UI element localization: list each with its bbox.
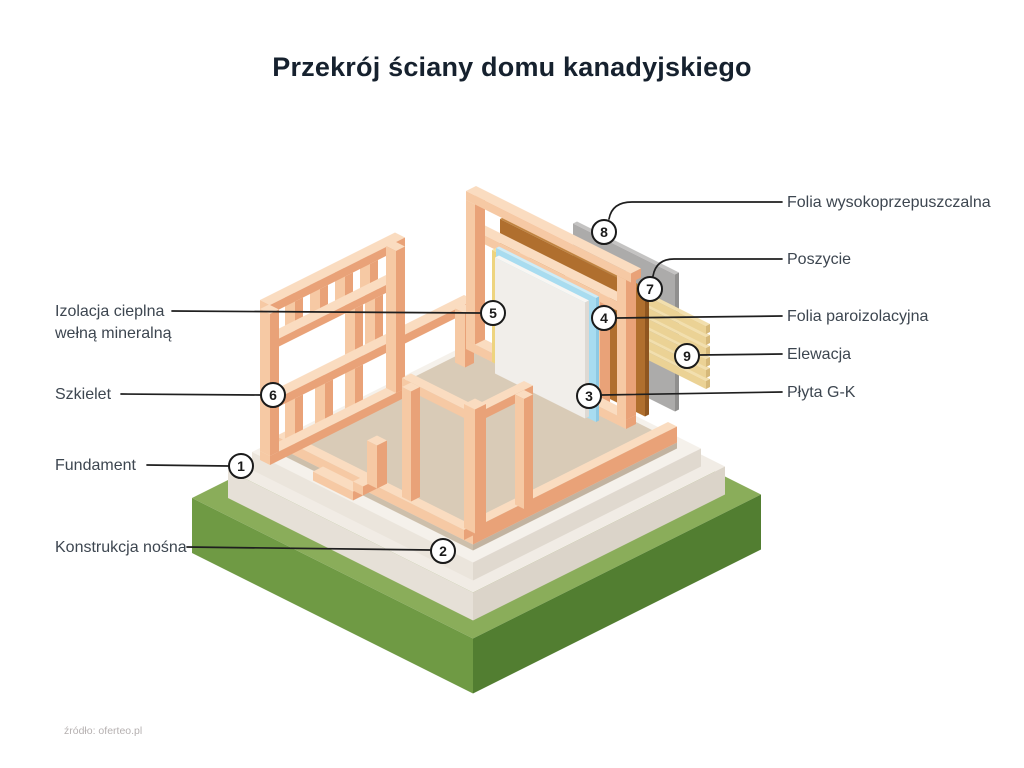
label-izolacja-cieplna: Izolacja cieplna wełną mineralną — [55, 303, 172, 342]
label-szkielet: Szkielet — [55, 386, 112, 403]
label-folia-paroizolacyjna: Folia paroizolacyjna — [787, 308, 929, 325]
badge-4-folia-paro: 4 — [591, 305, 617, 331]
label-plyta-gk: Płyta G-K — [787, 384, 856, 401]
badge-2-konstrukcja: 2 — [430, 538, 456, 564]
badge-7-poszycie: 7 — [637, 276, 663, 302]
badge-1-fundament: 1 — [228, 453, 254, 479]
badge-5-izolacja: 5 — [480, 300, 506, 326]
label-folia-wysokoprzepuszczalna: Folia wysokoprzepuszczalna — [787, 194, 991, 211]
badge-9-elewacja: 9 — [674, 343, 700, 369]
source-credit: źródło: oferteo.pl — [64, 725, 143, 737]
label-fundament: Fundament — [55, 457, 136, 474]
label-poszycie: Poszycie — [787, 251, 852, 268]
label-elewacja: Elewacja — [787, 346, 852, 363]
badge-8-folia-wysoko: 8 — [591, 219, 617, 245]
label-konstrukcja-nosna: Konstrukcja nośna — [55, 539, 187, 556]
badge-3-plyta-gk: 3 — [576, 383, 602, 409]
badge-6-szkielet: 6 — [260, 382, 286, 408]
page-title: Przekrój ściany domu kanadyjskiego — [272, 52, 752, 82]
